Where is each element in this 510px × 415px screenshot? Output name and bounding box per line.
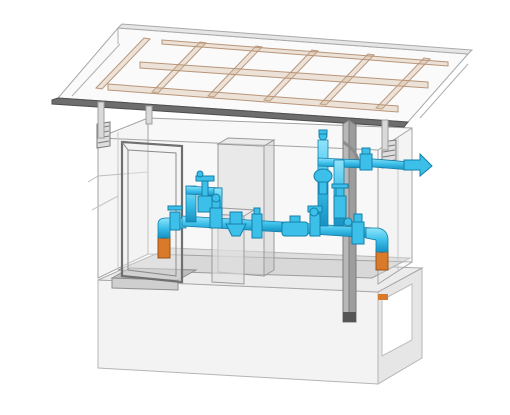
gate-valve-icon	[351, 213, 365, 245]
flow-meter-icon	[281, 215, 309, 237]
pressure-regulator-icon	[225, 211, 247, 237]
roof-slab-back	[116, 23, 474, 55]
foundation-slab	[97, 247, 424, 385]
gate-valve-icon	[167, 205, 183, 231]
gate-valve-icon	[195, 175, 215, 213]
roof-beams	[94, 37, 449, 113]
gate-valve-icon	[209, 193, 223, 229]
slab-front-face	[97, 279, 379, 385]
pressure-regulator-icon	[313, 129, 333, 195]
left-eave-line	[87, 171, 149, 183]
downpipe-end	[343, 312, 356, 322]
gate-valve-icon	[331, 183, 349, 219]
outlet-elbow	[365, 227, 389, 253]
canopy-roof	[51, 23, 474, 151]
roof-brackets	[97, 101, 389, 151]
drain-opening	[381, 283, 413, 357]
roof-frame	[71, 28, 469, 119]
gate-valve-icon	[359, 147, 373, 171]
riser-base	[378, 294, 388, 300]
outlet-arrow-icon	[403, 152, 433, 178]
left-brace-line	[91, 195, 119, 211]
roof-gutter	[51, 97, 409, 128]
gate-valve-icon	[251, 207, 263, 239]
pressure-gauge-icon	[196, 170, 353, 227]
